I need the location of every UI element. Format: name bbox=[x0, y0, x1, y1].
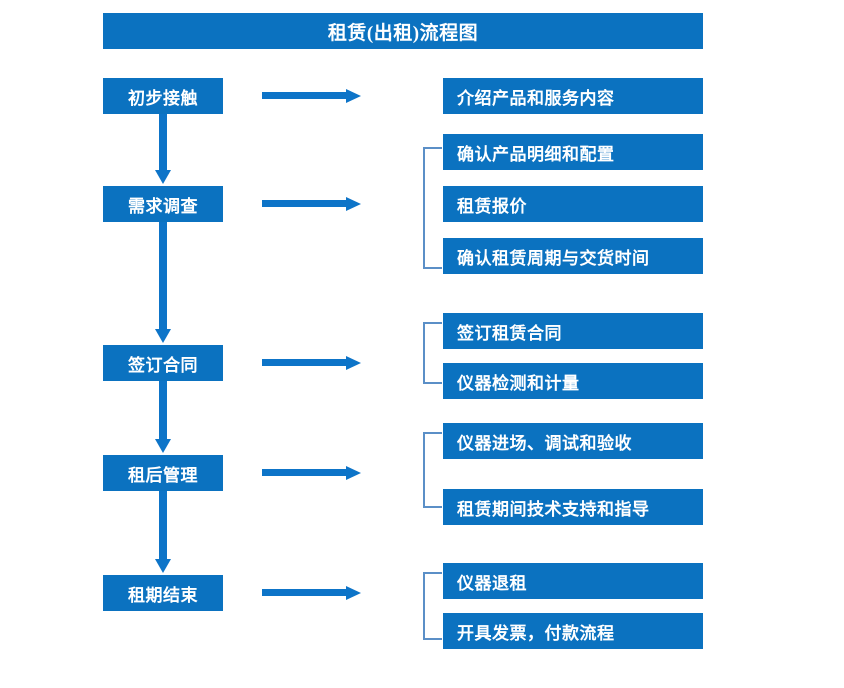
task-box-9[interactable]: 仪器退租 bbox=[443, 563, 703, 599]
down-arrow-icon-1 bbox=[154, 114, 172, 186]
right-arrow-icon-3 bbox=[262, 354, 362, 372]
stage-box-4[interactable]: 租后管理 bbox=[103, 455, 223, 491]
task-box-6[interactable]: 仪器检测和计量 bbox=[443, 363, 703, 399]
bracket-connector-icon-4 bbox=[419, 572, 443, 640]
stage-box-5[interactable]: 租期结束 bbox=[103, 575, 223, 611]
right-arrow-icon-4 bbox=[262, 464, 362, 482]
page-title: 租赁(出租)流程图 bbox=[103, 13, 703, 49]
right-arrow-icon-2 bbox=[262, 195, 362, 213]
right-arrow-icon-1 bbox=[262, 87, 362, 105]
bracket-connector-icon-1 bbox=[419, 147, 443, 269]
bracket-connector-icon-3 bbox=[419, 432, 443, 508]
task-box-10[interactable]: 开具发票，付款流程 bbox=[443, 613, 703, 649]
task-box-7[interactable]: 仪器进场、调试和验收 bbox=[443, 423, 703, 459]
task-box-5[interactable]: 签订租赁合同 bbox=[443, 313, 703, 349]
stage-box-2[interactable]: 需求调查 bbox=[103, 186, 223, 222]
down-arrow-icon-4 bbox=[154, 491, 172, 575]
task-box-4[interactable]: 确认租赁周期与交货时间 bbox=[443, 238, 703, 274]
right-arrow-icon-5 bbox=[262, 584, 362, 602]
stage-box-1[interactable]: 初步接触 bbox=[103, 78, 223, 114]
down-arrow-icon-3 bbox=[154, 381, 172, 455]
task-box-8[interactable]: 租赁期间技术支持和指导 bbox=[443, 489, 703, 525]
down-arrow-icon-2 bbox=[154, 222, 172, 345]
bracket-connector-icon-2 bbox=[419, 322, 443, 384]
task-box-2[interactable]: 确认产品明细和配置 bbox=[443, 134, 703, 170]
task-box-1[interactable]: 介绍产品和服务内容 bbox=[443, 78, 703, 114]
stage-box-3[interactable]: 签订合同 bbox=[103, 345, 223, 381]
task-box-3[interactable]: 租赁报价 bbox=[443, 186, 703, 222]
